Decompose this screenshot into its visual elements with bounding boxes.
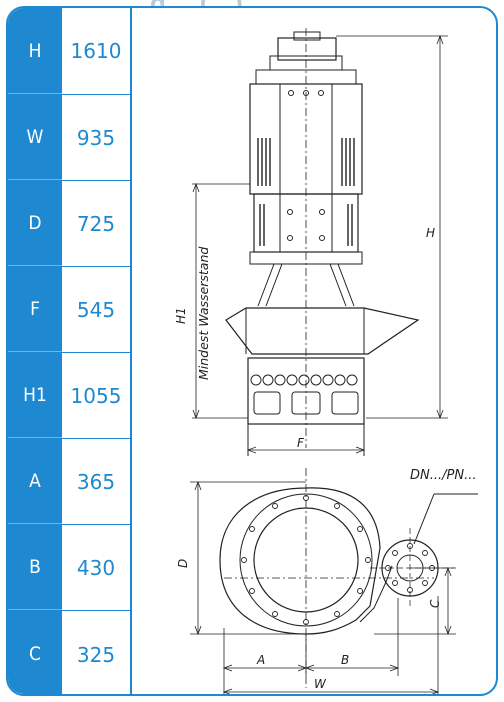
dimension-key: H1 bbox=[8, 353, 62, 438]
dimension-key: A bbox=[8, 439, 62, 524]
label-d: D bbox=[176, 558, 190, 568]
dimension-row: C 325 bbox=[8, 611, 130, 694]
dimension-value: 1610 bbox=[70, 39, 122, 63]
dimension-row: D 725 bbox=[8, 181, 130, 267]
label-w: W bbox=[314, 677, 326, 691]
label-f: F bbox=[297, 436, 304, 450]
label-a: A bbox=[257, 653, 266, 667]
spec-card: H 1610 W 935 D 725 F 545 H1 1055 A 365 B… bbox=[6, 6, 498, 696]
dimension-key: H bbox=[8, 8, 62, 94]
dimension-key: W bbox=[8, 95, 62, 180]
dimension-lines-plan bbox=[190, 480, 456, 694]
dimension-row: H 1610 bbox=[8, 8, 130, 95]
dimension-row: A 365 bbox=[8, 439, 130, 525]
label-b: B bbox=[341, 653, 350, 667]
dimension-value: 365 bbox=[76, 469, 116, 494]
dimension-value: 1055 bbox=[70, 383, 122, 408]
dimension-key: B bbox=[8, 525, 62, 610]
dimension-lines-side bbox=[192, 34, 448, 454]
dimension-value: 935 bbox=[76, 125, 116, 150]
dimension-value: 545 bbox=[76, 297, 116, 322]
dimension-table: H 1610 W 935 D 725 F 545 H1 1055 A 365 B… bbox=[8, 8, 132, 694]
dimension-key: C bbox=[8, 611, 62, 694]
label-h1: H1 bbox=[174, 307, 188, 324]
label-flange-dn-pn: DN.../PN... bbox=[410, 468, 477, 483]
dimension-key: F bbox=[8, 267, 62, 352]
dimension-row: B 430 bbox=[8, 525, 130, 611]
dimension-row: F 545 bbox=[8, 267, 130, 353]
dimension-value: 325 bbox=[76, 642, 116, 667]
label-water-level: Mindest Wasserstand bbox=[196, 246, 211, 380]
label-c: C bbox=[428, 599, 442, 608]
pump-technical-drawing bbox=[190, 28, 478, 694]
pump-side-view bbox=[225, 28, 420, 456]
dimension-value: 430 bbox=[76, 555, 116, 580]
dimension-value: 725 bbox=[76, 211, 116, 236]
dimension-key: D bbox=[8, 181, 62, 266]
dimension-row: H1 1055 bbox=[8, 353, 130, 439]
dimension-row: W 935 bbox=[8, 95, 130, 181]
label-h: H bbox=[426, 226, 436, 240]
